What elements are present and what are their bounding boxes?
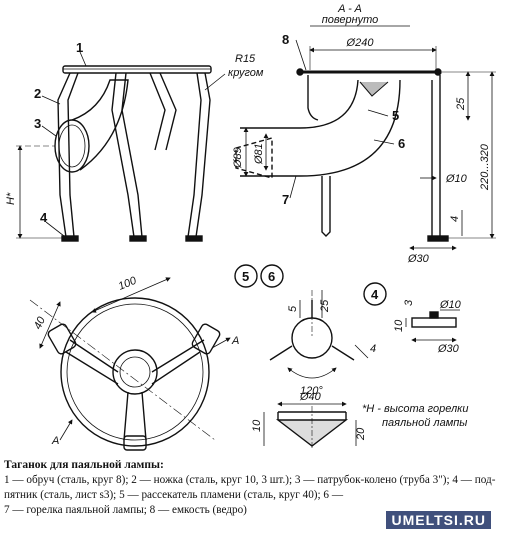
dim-d30b: Ø30 (437, 343, 460, 355)
dim-100: 100 (117, 274, 139, 292)
center-ring (112, 349, 158, 395)
callout-1: 1 (76, 40, 83, 55)
hoop-top (62, 65, 212, 74)
footnote-line1: *H - высота горелки (362, 403, 468, 415)
right-leg (187, 72, 211, 238)
arrow-a-right: A (231, 335, 239, 347)
foot-center (129, 235, 147, 242)
dim-5: 5 (287, 305, 299, 312)
detail-mark-5: 5 (242, 269, 249, 284)
caption-line3: 7 — горелка паяльной лампы; 8 — емкость … (4, 504, 247, 516)
foot-pad-detail (411, 317, 457, 328)
caption-line2: пятник (сталь, лист s3); 5 — рассекатель… (4, 489, 344, 501)
dim-d30: Ø30 (407, 253, 430, 265)
dim-25b: 25 (319, 299, 331, 313)
dim-d10: Ø10 (445, 173, 468, 185)
dim-4: 4 (449, 216, 461, 222)
technical-drawing: 1 2 3 4 R15 кругом H* (5, 3, 496, 451)
dim-r15-note: кругом (228, 67, 264, 79)
center-leg (111, 72, 143, 238)
dim-4b: 4 (370, 343, 376, 355)
caption-title: Таганок для паяльной лампы: (4, 459, 164, 471)
footnote-line2: паяльной лампы (382, 417, 467, 429)
watermark-logo: UMELTSI.RU (386, 511, 491, 529)
dim-120: 120° (300, 385, 323, 397)
bucket-wall (307, 75, 441, 238)
callout-7: 7 (282, 192, 289, 207)
arrow-a-left: A (51, 435, 59, 447)
section-title: A - A (337, 3, 362, 15)
left-leg (57, 72, 79, 238)
plan-view (29, 277, 231, 451)
section-view (235, 25, 496, 251)
callout-4: 4 (40, 210, 48, 225)
dim-20: 20 (355, 427, 367, 441)
dim-d240: Ø240 (346, 37, 375, 49)
hoop-outer (60, 297, 210, 447)
detail-4 (363, 282, 460, 343)
elbow-section (240, 79, 401, 177)
detail-mark-4: 4 (371, 287, 379, 302)
dim-d40: Ø40 (299, 391, 322, 403)
dim-h: H* (5, 192, 17, 205)
dim-25: 25 (455, 97, 467, 111)
caption: Таганок для паяльной лампы: 1 — обруч (с… (4, 458, 501, 518)
dim-r15: R15 (235, 53, 256, 65)
detail-5-6 (234, 264, 369, 450)
pipe-opening (54, 119, 90, 173)
detail-mark-6: 6 (268, 269, 275, 284)
callout-6: 6 (398, 136, 405, 151)
dim-3: 3 (403, 299, 415, 306)
dim-10b: 10 (251, 419, 263, 432)
dim-d81: Ø81 (253, 143, 265, 165)
caption-line1: 1 — обруч (сталь, круг 8); 2 — ножка (ст… (4, 474, 496, 486)
callout-2: 2 (34, 86, 41, 101)
elbow-pipe (71, 79, 129, 171)
dim-d89: Ø89 (232, 147, 244, 169)
callout-5: 5 (392, 108, 399, 123)
callout-3: 3 (34, 116, 41, 131)
front-view (16, 51, 226, 242)
section-subtitle: повернуто (322, 14, 379, 26)
dim-d10b: Ø10 (439, 299, 462, 311)
dim-40: 40 (32, 314, 48, 331)
burner (235, 137, 273, 179)
dim-10: 10 (393, 319, 405, 332)
foot-right (185, 235, 203, 242)
callout-8: 8 (282, 32, 289, 47)
foot-left (61, 235, 79, 242)
dim-220-320: 220...320 (479, 143, 491, 191)
